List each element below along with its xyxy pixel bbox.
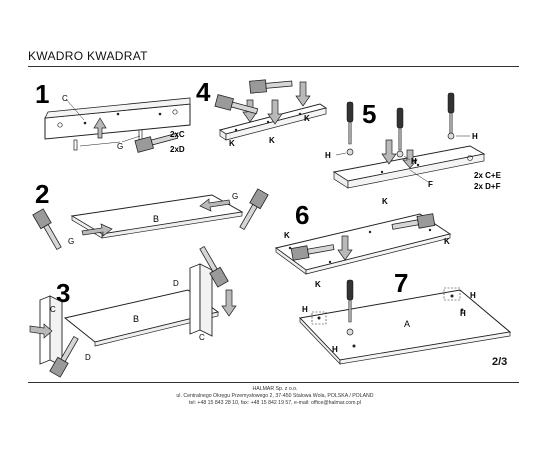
label-h: H xyxy=(302,305,308,314)
down-arrow xyxy=(402,149,418,169)
hammer-icon xyxy=(32,208,65,252)
screwdriver-icon xyxy=(346,101,354,145)
step-2: 2 B G G xyxy=(32,179,269,252)
step-number: 4 xyxy=(196,77,211,107)
screwdriver-icon xyxy=(396,107,404,151)
step-6: 6 K K K K xyxy=(274,197,452,289)
label-h: H xyxy=(460,309,466,318)
label-h: H xyxy=(325,151,331,160)
step-4: 4 K K K xyxy=(196,77,328,148)
label-k: K xyxy=(382,197,388,206)
label-k: K xyxy=(304,114,310,123)
qty-label: 2xC xyxy=(170,130,185,139)
label-c: C xyxy=(50,305,56,314)
footer-company: HALMAR Sp. z o.o. xyxy=(252,386,298,392)
step-1: 1 C G 2xC 2xD xyxy=(35,79,191,154)
label-k: K xyxy=(315,280,321,289)
label-g: G xyxy=(232,192,238,201)
label-b: B xyxy=(133,314,139,324)
page-number: 2/3 xyxy=(492,356,508,368)
step-5: 5 H H H F 2x C+E 2x D+F xyxy=(325,92,502,191)
footer-contact: tel: +48 15 843 28 10, fax: +48 15 842 1… xyxy=(189,400,361,406)
step-number: 6 xyxy=(295,200,309,230)
qty-label: 2x C+E xyxy=(474,171,502,180)
label-b: B xyxy=(153,214,159,224)
step-3: 3 B C C D D xyxy=(29,244,237,378)
left-arrow xyxy=(199,198,231,212)
label-h: H xyxy=(472,132,478,141)
down-arrow xyxy=(381,139,397,165)
label-h: H xyxy=(470,291,476,300)
down-arrow xyxy=(267,99,283,125)
step-7: 7 A H H H H xyxy=(298,268,512,365)
step-number: 5 xyxy=(362,99,376,129)
hammer-icon xyxy=(236,188,269,232)
label-k: K xyxy=(444,237,450,246)
screwdriver-icon xyxy=(447,92,455,136)
hammer-icon xyxy=(249,77,293,94)
side-panel-right xyxy=(189,263,201,335)
qty-label: 2xD xyxy=(170,145,185,154)
down-arrow xyxy=(221,289,237,317)
label-g: G xyxy=(68,237,74,246)
label-g: G xyxy=(117,142,123,151)
right-arrow xyxy=(81,223,113,237)
label-a: A xyxy=(404,319,410,329)
step-number: 7 xyxy=(394,268,408,298)
label-k: K xyxy=(284,231,290,240)
label-d: D xyxy=(173,279,179,288)
down-arrow xyxy=(295,81,311,107)
down-arrow xyxy=(337,235,353,261)
header-rule xyxy=(28,66,519,67)
right-arrow xyxy=(29,323,53,339)
footer-address: ul. Centralnego Okręgu Przemysłowego 2, … xyxy=(176,393,374,399)
qty-label: 2x D+F xyxy=(474,182,501,191)
step-number: 2 xyxy=(35,179,49,209)
label-h: H xyxy=(411,157,417,166)
up-arrow xyxy=(93,117,107,139)
label-c: C xyxy=(199,333,205,342)
label-d: D xyxy=(85,353,91,362)
footer-rule xyxy=(28,382,519,383)
label-h: H xyxy=(332,345,338,354)
label-k: K xyxy=(229,139,235,148)
label-c: C xyxy=(62,94,68,103)
step-number: 1 xyxy=(35,79,49,109)
label-f: F xyxy=(428,180,433,189)
page-title: KWADRO KWADRAT xyxy=(28,49,148,63)
label-k: K xyxy=(269,136,275,145)
